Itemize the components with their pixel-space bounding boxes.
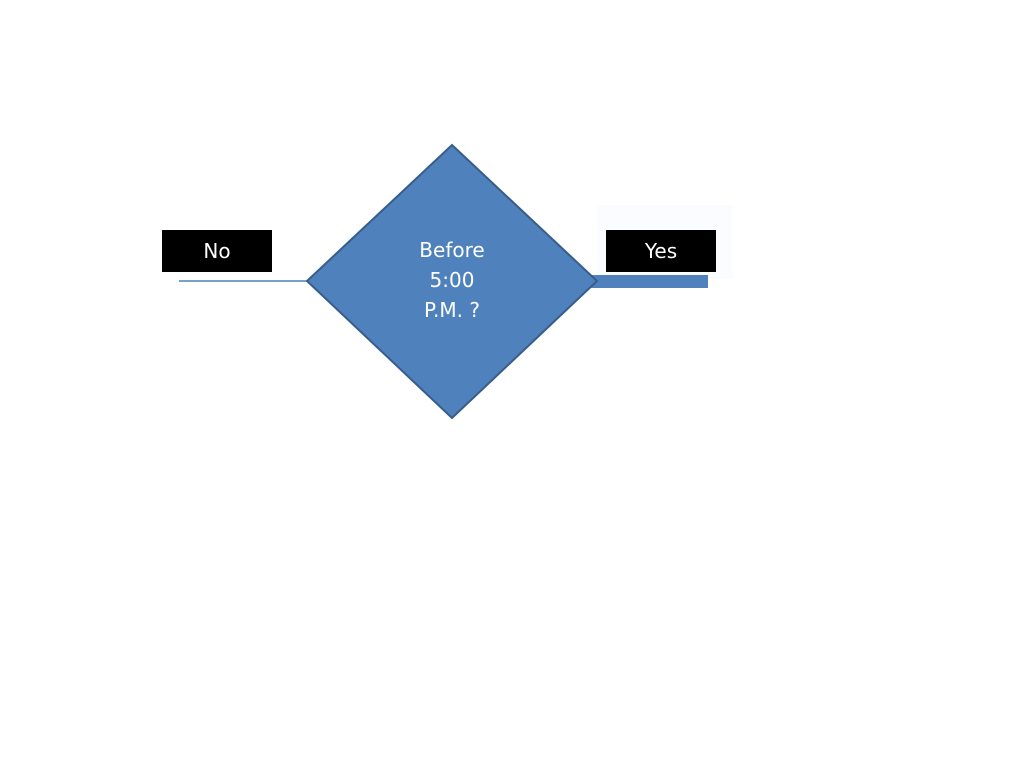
decision-diamond[interactable] — [305, 143, 599, 420]
yes-branch-connector — [590, 275, 708, 288]
yes-branch-label[interactable]: Yes — [606, 230, 716, 272]
no-branch-label[interactable]: No — [162, 230, 272, 272]
decision-text: Before 5:00 P.M. ? — [419, 238, 485, 322]
